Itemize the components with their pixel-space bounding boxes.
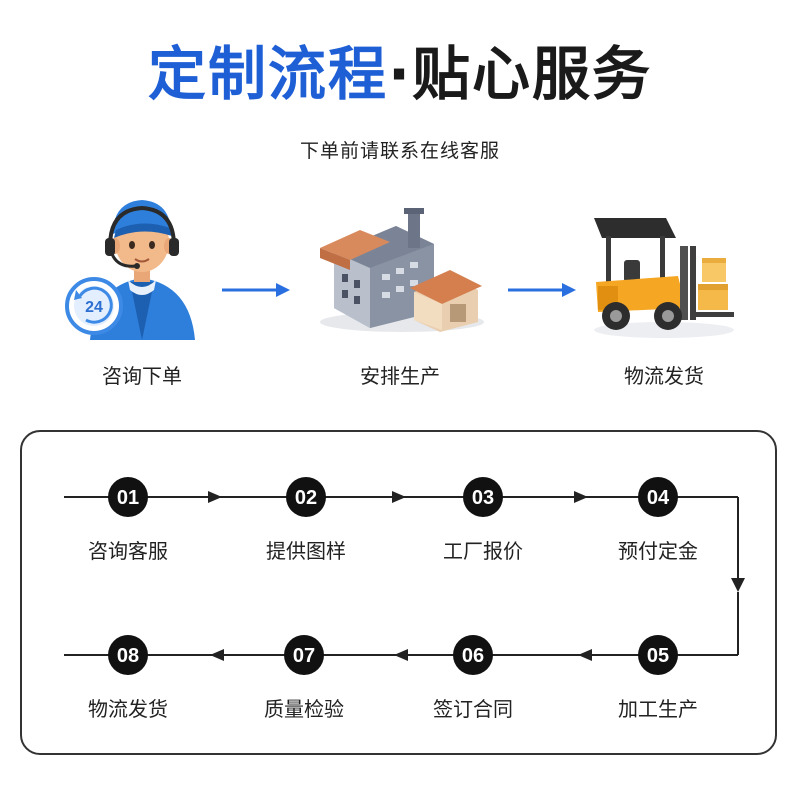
step-number: 06 xyxy=(462,645,484,667)
step-label: 提供图样 xyxy=(266,539,346,563)
title-part1: 定制流程 xyxy=(147,40,388,108)
arrow-right-icon xyxy=(508,283,576,297)
customer-service-agent-icon: 24 xyxy=(65,200,195,340)
page-subtitle: 下单前请联系在线客服 xyxy=(299,140,500,162)
step-label-consult: 咨询下单 xyxy=(102,364,182,388)
page-title: 定制流程·贴心服务 xyxy=(0,38,800,110)
step-node-03 xyxy=(463,477,503,517)
process-flow-panel xyxy=(20,430,777,755)
step-node-04 xyxy=(638,477,678,517)
forklift-icon xyxy=(594,218,734,338)
step-node-08 xyxy=(108,635,148,675)
step-number: 04 xyxy=(647,487,670,509)
step-number: 05 xyxy=(647,645,669,667)
step-label: 工厂报价 xyxy=(443,539,523,563)
step-node-07 xyxy=(284,635,324,675)
arrow-right-icon xyxy=(222,283,290,297)
step-number: 08 xyxy=(117,645,139,667)
step-label: 质量检验 xyxy=(264,697,344,721)
factory-icon xyxy=(320,208,484,332)
badge-24-text: 24 xyxy=(85,299,103,316)
title-part2: 贴心服务 xyxy=(412,40,653,108)
step-number: 07 xyxy=(293,645,315,667)
step-label: 物流发货 xyxy=(88,697,168,721)
step-number: 01 xyxy=(117,487,139,509)
step-node-06 xyxy=(453,635,493,675)
step-node-05 xyxy=(638,635,678,675)
step-node-01 xyxy=(108,477,148,517)
step-label: 咨询客服 xyxy=(88,539,168,563)
step-label-production: 安排生产 xyxy=(360,364,440,388)
title-dot: · xyxy=(387,40,413,108)
step-label: 签订合同 xyxy=(433,697,513,721)
step-number: 03 xyxy=(472,487,494,509)
step-label: 加工生产 xyxy=(618,697,698,721)
step-label-shipping: 物流发货 xyxy=(624,364,704,388)
step-number: 02 xyxy=(295,487,317,509)
step-node-02 xyxy=(286,477,326,517)
step-label: 预付定金 xyxy=(618,539,698,563)
